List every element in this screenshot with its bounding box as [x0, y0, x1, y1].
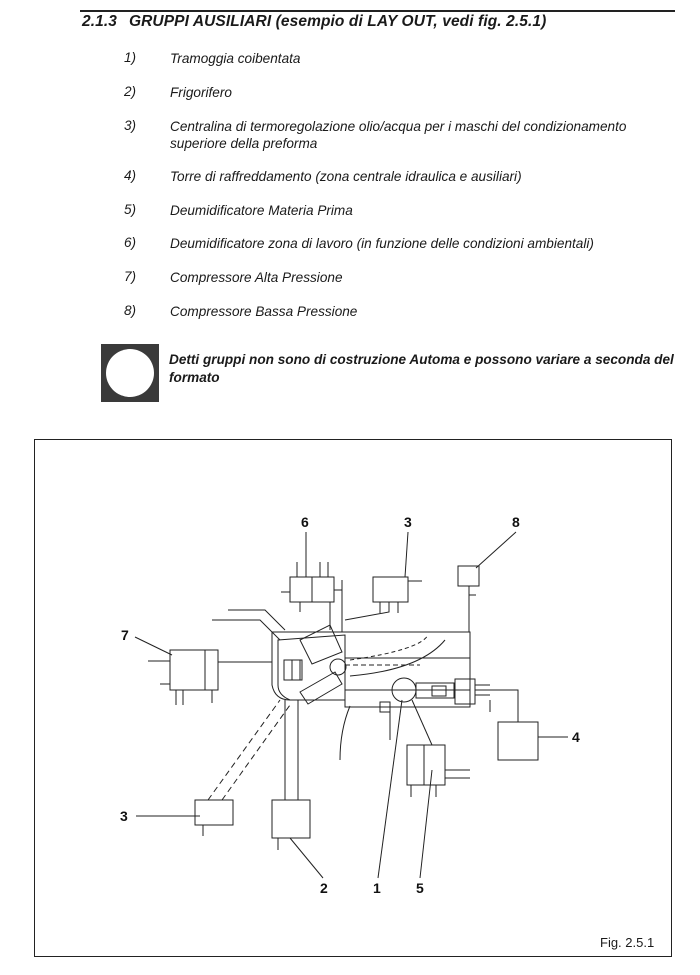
top-rule — [80, 10, 675, 12]
unit-3-left-dashed-line — [207, 699, 281, 801]
unit-3-top-duct — [344, 602, 390, 621]
list-item-text: Compressore Bassa Pressione — [170, 304, 358, 319]
supply-pipe — [228, 609, 286, 631]
unit-3-top-box — [372, 576, 409, 603]
list-item-text: Tramoggia coibentata — [170, 51, 301, 66]
unit-4-box — [497, 721, 539, 761]
list-item-text: Torre di raffreddamento (zona centrale i… — [170, 169, 522, 184]
callout-2: 2 — [320, 880, 328, 896]
arm-upper — [299, 624, 343, 665]
callout-3-left: 3 — [120, 808, 128, 824]
callout-1: 1 — [373, 880, 381, 896]
dryer-feed-pipe — [411, 699, 433, 746]
rotary-hub — [329, 658, 347, 676]
list-item-number: 4) — [124, 168, 137, 183]
extruder-drive — [431, 685, 447, 697]
list-item-number: 2) — [124, 84, 137, 99]
hopper-valve — [379, 701, 391, 713]
extruder-body — [415, 682, 455, 699]
circle-note-icon — [101, 344, 159, 402]
machine-mould-area — [277, 634, 346, 701]
list-item-number: 5) — [124, 202, 137, 217]
callout-3-top: 3 — [404, 514, 412, 530]
drain-pipe — [339, 705, 351, 761]
cooling-line — [349, 639, 446, 677]
list-item-text: Frigorifero — [170, 85, 232, 100]
machine-body — [271, 631, 471, 708]
list-item-text: Centralina di termoregolazione olio/acqu… — [170, 119, 627, 151]
callout-4: 4 — [572, 729, 580, 745]
air-line-dashed — [349, 634, 429, 661]
list-item-text: Compressore Alta Pressione — [170, 270, 343, 285]
unit-5-box — [406, 744, 446, 786]
list-item-number: 8) — [124, 303, 137, 318]
callout-7: 7 — [121, 627, 129, 643]
list-item-number: 7) — [124, 269, 137, 284]
tower-pipe — [475, 689, 519, 722]
supply-pipe — [212, 619, 281, 641]
list-item-number: 3) — [124, 118, 137, 133]
leader-5 — [419, 769, 433, 879]
leader-3-top — [404, 531, 409, 578]
leader-8 — [475, 531, 517, 569]
callout-6: 6 — [301, 514, 309, 530]
unit-8-box — [457, 565, 480, 587]
callout-5: 5 — [416, 880, 424, 896]
arm-lower — [299, 671, 343, 705]
list-item-text: Deumidificatore zona di lavoro (in funzi… — [170, 236, 594, 251]
note-text: Detti gruppi non sono di costruzione Aut… — [169, 352, 674, 385]
leader-2 — [289, 837, 324, 879]
mould-block — [291, 659, 303, 681]
unit-7-box — [169, 649, 219, 691]
list-item-text: Deumidificatore Materia Prima — [170, 203, 353, 218]
unit-3-left-box — [194, 799, 234, 826]
list-item-number: 6) — [124, 235, 137, 250]
leader-1 — [377, 699, 403, 879]
leader-7 — [134, 636, 173, 656]
section-title: GRUPPI AUSILIARI (esempio di LAY OUT, ve… — [128, 13, 547, 30]
unit-2-box — [271, 799, 311, 839]
callout-8: 8 — [512, 514, 520, 530]
unit-3-left-dashed-line — [221, 704, 291, 801]
section-number: 2.1.3 — [82, 13, 117, 30]
note-icon-circle — [106, 349, 154, 397]
figure-caption: Fig. 2.5.1 — [600, 935, 655, 950]
extruder-motor — [454, 678, 476, 705]
figure-frame — [34, 439, 672, 957]
list-item-number: 1) — [124, 50, 137, 65]
section-heading: 2.1.3 GRUPPI AUSILIARI (esempio di LAY OU… — [82, 13, 546, 31]
